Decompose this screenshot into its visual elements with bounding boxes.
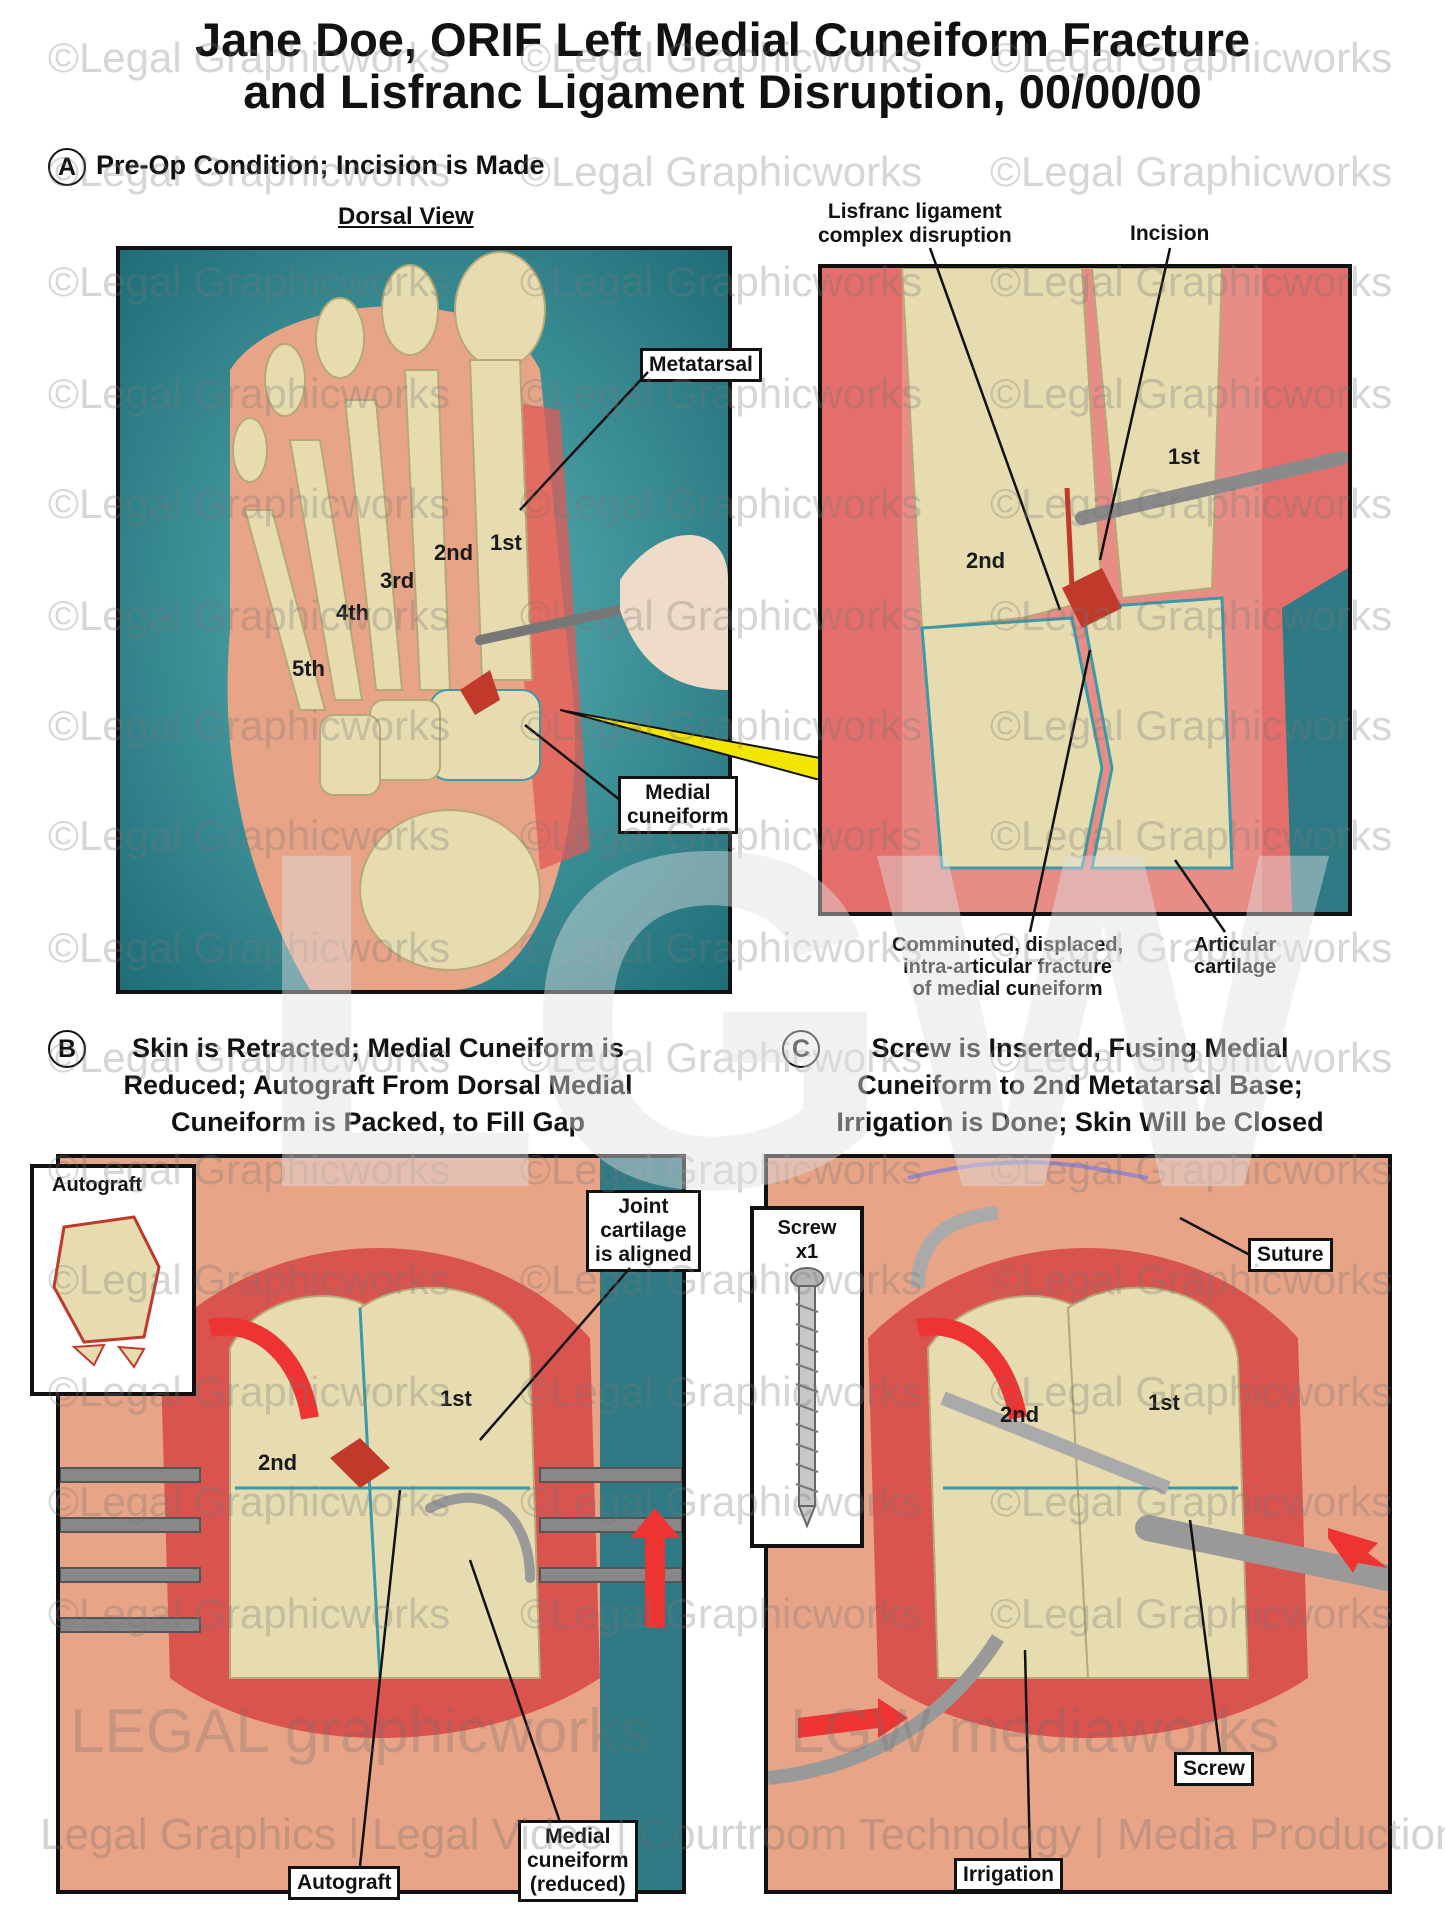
section-c-heading: C Screw is Inserted, Fusing Medial Cuneif… <box>760 1030 1400 1141</box>
section-b-letter: B <box>48 1030 86 1068</box>
metatarsal-4th-label: 4th <box>336 600 369 625</box>
dorsal-view-label: Dorsal View <box>338 203 474 230</box>
autograft-callout: Autograft <box>288 1866 401 1900</box>
medial-reduced-line3: (reduced) <box>529 1873 626 1896</box>
section-a-letter: A <box>48 148 86 186</box>
foot-dorsal-panel: 1st 2nd 3rd 4th 5th <box>116 246 732 994</box>
metatarsal-5th-label: 5th <box>292 656 325 681</box>
autograft-fragments-illustration <box>52 1215 161 1369</box>
autograft-inset-label: Autograft <box>52 1174 142 1196</box>
title-line-2: and Lisfranc Ligament Disruption, 00/00/… <box>243 65 1202 118</box>
metatarsal-1st-label: 1st <box>490 530 522 555</box>
title-line-1: Jane Doe, ORIF Left Medial Cuneiform Fra… <box>194 13 1251 66</box>
section-c-heading-line1: Screw is Inserted, Fusing Medial <box>871 1033 1289 1063</box>
section-a-heading-text: Pre-Op Condition; Incision is Made <box>96 150 545 181</box>
section-b-heading-line1: Skin is Retracted; Medial Cuneiform is <box>131 1033 625 1063</box>
detail-panel: 1st 2nd <box>818 264 1352 916</box>
fracture-label-line1: Comminuted, displaced, <box>892 934 1124 956</box>
joint-cartilage-callout: Joint cartilage is aligned <box>586 1190 701 1272</box>
section-c-heading-line2: Cuneiform to 2nd Metatarsal Base; <box>857 1070 1303 1100</box>
lisfranc-label: Lisfranc ligament complex disruption <box>818 200 1012 248</box>
panel-c-2nd-label: 2nd <box>1000 1402 1040 1427</box>
joint-cartilage-line3: is aligned <box>595 1243 692 1266</box>
medial-cuneiform-callout-line1: Medial <box>645 781 711 804</box>
section-b-heading-line2: Reduced; Autograft From Dorsal Medial <box>123 1070 633 1100</box>
screw-inset-line1: Screw <box>777 1217 837 1239</box>
medial-reduced-line2: cuneiform <box>527 1849 629 1872</box>
articular-cartilage-label-line2: cartilage <box>1194 956 1277 978</box>
articular-cartilage-label-line1: Articular <box>1194 934 1277 956</box>
section-b-heading-line3: Cuneiform is Packed, to Fill Gap <box>170 1107 586 1137</box>
screw-inset-label: Screw x1 <box>754 1210 860 1264</box>
irrigation-callout: Irrigation <box>954 1858 1064 1892</box>
metatarsal-2nd-label: 2nd <box>434 540 474 565</box>
metatarsal-callout: Metatarsal <box>640 348 762 382</box>
panel-b-2nd-label: 2nd <box>258 1450 298 1475</box>
suture-callout: Suture <box>1248 1238 1333 1272</box>
screw-inset-line2: x1 <box>795 1241 819 1263</box>
medial-cuneiform-callout: Medial cuneiform <box>618 776 738 834</box>
panel-c-1st-label: 1st <box>1148 1390 1180 1415</box>
medial-reduced-line1: Medial <box>545 1825 611 1848</box>
watermark-text: ©Legal Graphicworks <box>990 148 1393 195</box>
medial-cuneiform-callout-line2: cuneiform <box>627 805 729 828</box>
metatarsal-3rd-label: 3rd <box>380 568 415 593</box>
panel-b-1st-label: 1st <box>440 1386 472 1411</box>
detail-illustration <box>822 268 1348 912</box>
screw-inset: Screw x1 <box>750 1206 864 1548</box>
screw-illustration <box>790 1267 824 1529</box>
watermark-text: ©Legal Graphicworks <box>520 148 923 195</box>
incision-label: Incision <box>1130 222 1210 245</box>
medial-cuneiform-reduced-callout: Medial cuneiform (reduced) <box>518 1820 638 1902</box>
lisfranc-label-line1: Lisfranc ligament <box>827 200 1002 223</box>
fracture-label-line2: intra-articular fracture <box>903 956 1113 978</box>
foot-dorsal-illustration <box>120 250 728 990</box>
page-title: Jane Doe, ORIF Left Medial Cuneiform Fra… <box>0 14 1445 118</box>
section-c-heading-line3: Irrigation is Done; Skin Will be Closed <box>836 1107 1324 1137</box>
zoom-callout-wedge <box>560 709 820 780</box>
joint-cartilage-line1: Joint <box>618 1195 669 1218</box>
screw-callout: Screw <box>1174 1752 1254 1786</box>
section-a-heading: A Pre-Op Condition; Incision is Made <box>48 148 545 186</box>
detail-2nd-label: 2nd <box>966 548 1006 573</box>
lisfranc-label-line2: complex disruption <box>818 224 1012 247</box>
articular-cartilage-label: Articular cartilage <box>1194 934 1276 978</box>
joint-cartilage-line2: cartilage <box>600 1219 687 1242</box>
section-c-letter: C <box>782 1030 820 1068</box>
autograft-inset: Autograft <box>30 1164 196 1396</box>
fracture-label: Comminuted, displaced, intra-articular f… <box>892 934 1123 1000</box>
detail-1st-label: 1st <box>1168 444 1200 469</box>
fracture-label-line3: of medial cuneiform <box>912 978 1103 1000</box>
